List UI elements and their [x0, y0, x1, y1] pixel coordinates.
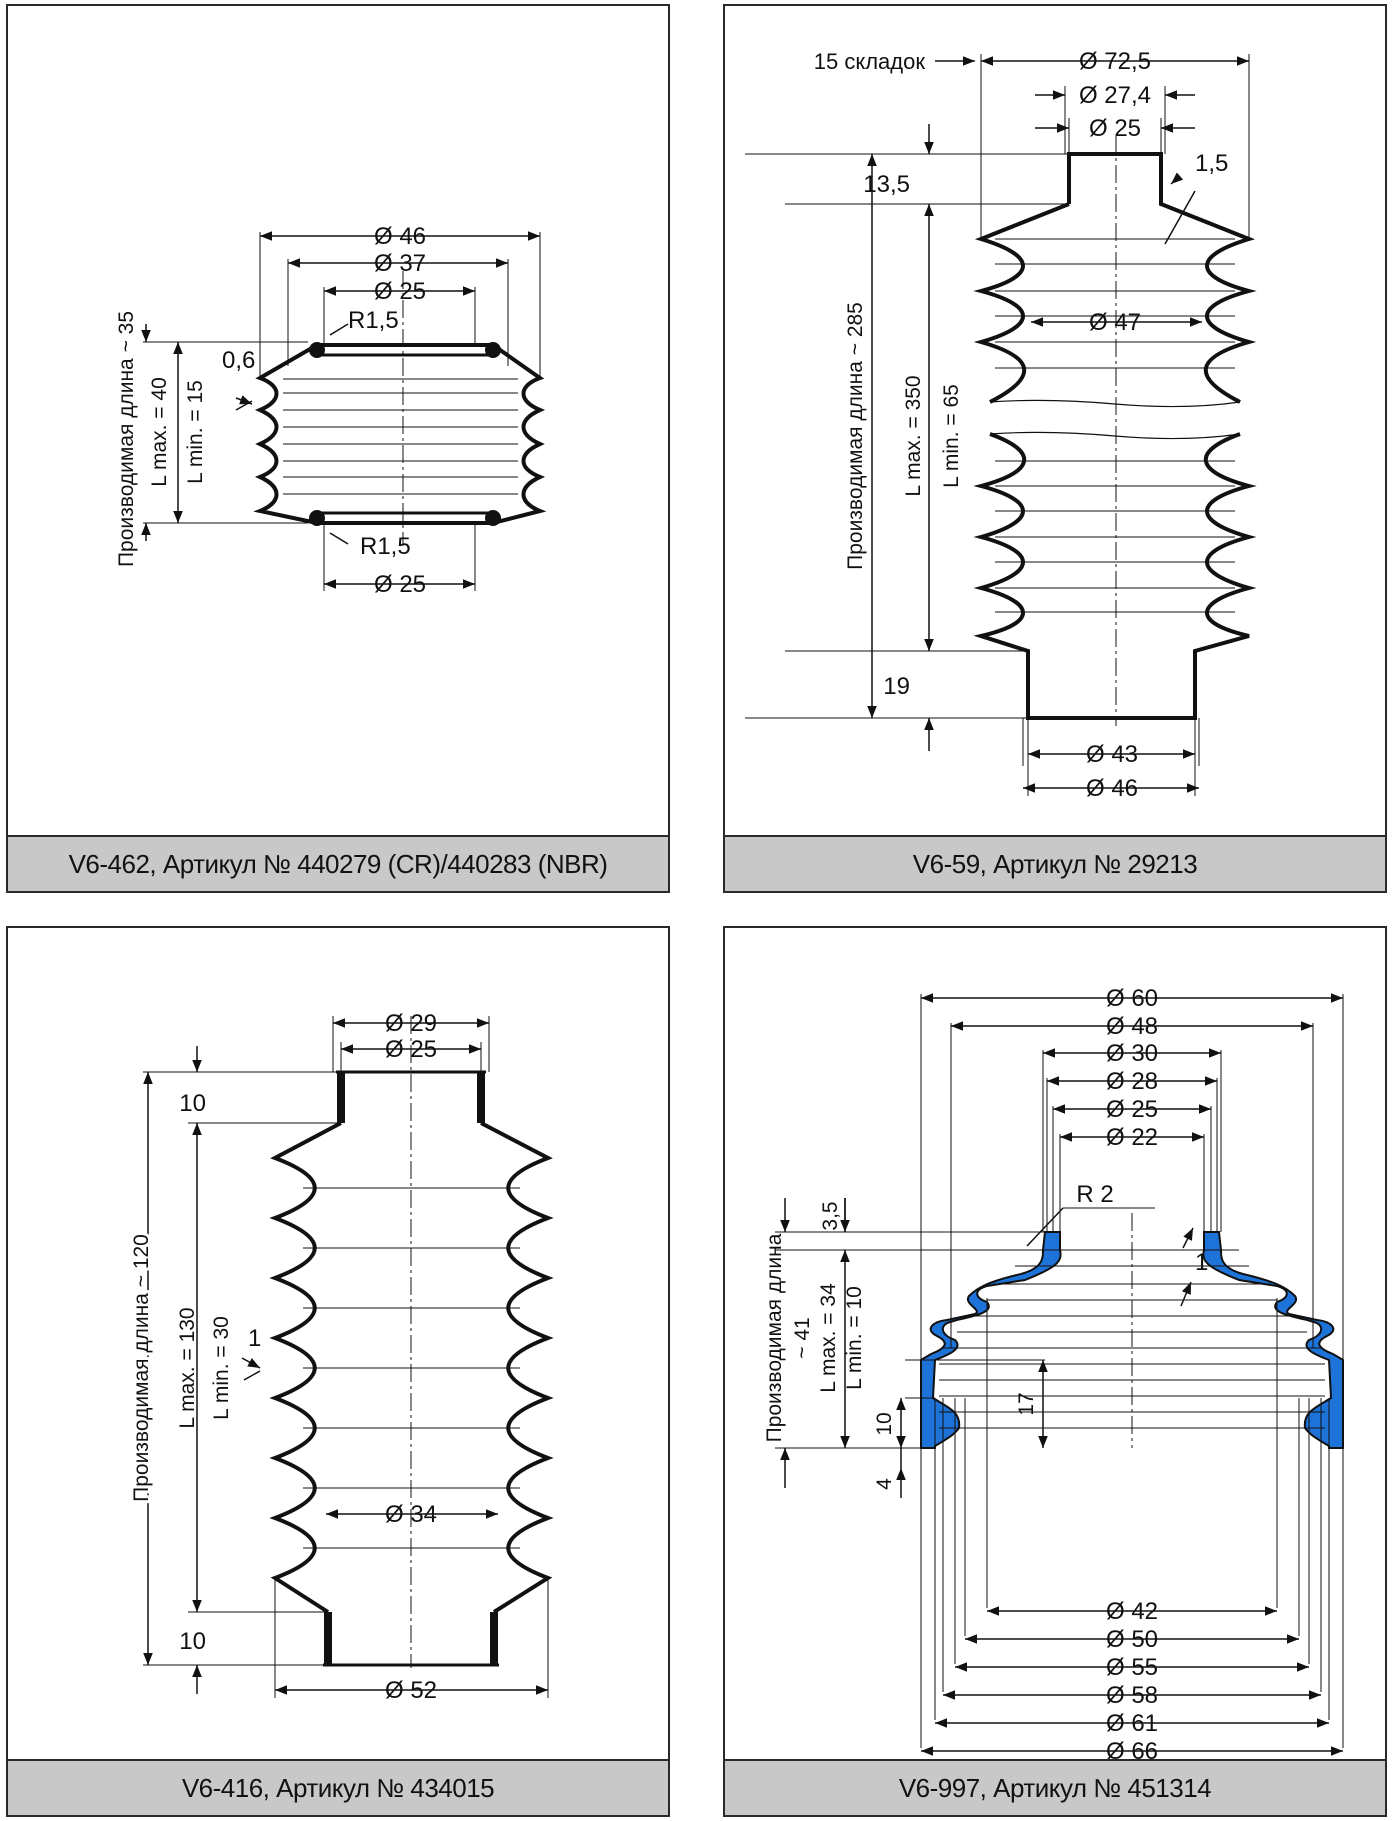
dim-d25: Ø 25	[385, 1036, 437, 1063]
dim-prod-length: Производимая длина ~ 35	[115, 311, 138, 567]
dim-d58: Ø 58	[1106, 1682, 1158, 1709]
dim-bottom-len: 19	[883, 673, 910, 700]
dim-d47: Ø 47	[1089, 309, 1141, 336]
panel-v6-462: Ø 46 Ø 37 Ø 25 R1,5 R1,5 Ø 25 0,6 Произв…	[6, 4, 670, 893]
dim-prod-length: Производимая длина ~ 285	[844, 302, 867, 570]
dim-d25-top: Ø 25	[374, 278, 426, 305]
dim-prod-length-2: ~ 41	[791, 1317, 814, 1358]
dim-d60: Ø 60	[1106, 985, 1158, 1012]
dim-wall-1: 1	[1195, 1249, 1208, 1276]
dim-d22: Ø 22	[1106, 1124, 1158, 1151]
dim-top-len: 13,5	[863, 171, 910, 198]
dim-lmax: L max. = 130	[176, 1307, 199, 1428]
dim-d29: Ø 29	[385, 1010, 437, 1037]
dim-d28: Ø 28	[1106, 1068, 1158, 1095]
drawing-v6-59: 15 складок Ø 72,5 Ø 27,4 Ø 25 1,5 13,5 Ø…	[745, 48, 1257, 802]
dim-d25-bottom: Ø 25	[374, 571, 426, 598]
dim-lmin: L min. = 15	[184, 380, 207, 484]
caption-v6-462: V6-462, Артикул № 440279 (CR)/440283 (NB…	[8, 835, 668, 891]
dim-d46: Ø 46	[1086, 775, 1138, 802]
caption-v6-59: V6-59, Артикул № 29213	[725, 835, 1385, 891]
dim-lmin: L min. = 65	[940, 384, 963, 488]
dim-d66: Ø 66	[1106, 1738, 1158, 1761]
panel-v6-997: Ø 60 Ø 48 Ø 30 Ø 28 Ø 25 Ø 22 R 2 1 3,5 …	[723, 926, 1387, 1817]
dim-d46: Ø 46	[374, 223, 426, 250]
dim-d48: Ø 48	[1106, 1013, 1158, 1040]
dim-top-len: 3,5	[819, 1201, 842, 1230]
dim-d55: Ø 55	[1106, 1654, 1158, 1681]
dim-r15-top: R1,5	[348, 307, 399, 334]
dim-lmax: L max. = 34	[817, 1283, 840, 1393]
dim-wall-15: 1,5	[1195, 150, 1228, 177]
dim-lmin: L min. = 30	[210, 1316, 233, 1420]
dim-prod-length-1: Производимая длина	[763, 1233, 786, 1442]
dim-top-len: 10	[179, 1090, 206, 1117]
dim-d43: Ø 43	[1086, 741, 1138, 768]
dim-d30: Ø 30	[1106, 1040, 1158, 1067]
dim-h4: 4	[873, 1478, 896, 1490]
caption-v6-997: V6-997, Артикул № 451314	[725, 1759, 1385, 1815]
drawing-v6-997: Ø 60 Ø 48 Ø 30 Ø 28 Ø 25 Ø 22 R 2 1 3,5 …	[763, 985, 1344, 1761]
dim-d42: Ø 42	[1106, 1598, 1158, 1625]
dim-wall-1: 1	[248, 1325, 261, 1352]
dim-d61: Ø 61	[1106, 1710, 1158, 1737]
dim-d725: Ø 72,5	[1079, 48, 1151, 75]
panel-v6-416: Ø 29 Ø 25 10 1 Ø 34 10 Ø 52 Производимая…	[6, 926, 670, 1817]
dim-h10: 10	[873, 1412, 896, 1435]
dim-d25: Ø 25	[1106, 1096, 1158, 1123]
dim-d37: Ø 37	[374, 250, 426, 277]
dim-d25: Ø 25	[1089, 115, 1141, 142]
dim-d50: Ø 50	[1106, 1626, 1158, 1653]
dim-d34: Ø 34	[385, 1501, 437, 1528]
dim-r15-bottom: R1,5	[360, 533, 411, 560]
dim-bottom-len: 10	[179, 1628, 206, 1655]
dim-lmin: L min. = 10	[843, 1286, 866, 1390]
dim-wall-06: 0,6	[222, 347, 255, 374]
label-folds: 15 складок	[814, 49, 926, 74]
drawing-v6-416: Ø 29 Ø 25 10 1 Ø 34 10 Ø 52 Производимая…	[127, 1010, 554, 1704]
dim-r2: R 2	[1076, 1181, 1113, 1208]
dim-lmax: L max. = 350	[902, 375, 925, 496]
dim-d52: Ø 52	[385, 1677, 437, 1704]
panel-v6-59: 15 складок Ø 72,5 Ø 27,4 Ø 25 1,5 13,5 Ø…	[723, 4, 1387, 893]
drawing-v6-462: Ø 46 Ø 37 Ø 25 R1,5 R1,5 Ø 25 0,6 Произв…	[115, 223, 547, 598]
caption-v6-416: V6-416, Артикул № 434015	[8, 1759, 668, 1815]
dim-lmax: L max. = 40	[148, 377, 171, 487]
dim-h17: 17	[1015, 1392, 1038, 1415]
dim-prod-length: Производимая длина ~ 120	[130, 1234, 153, 1502]
dim-d274: Ø 27,4	[1079, 82, 1151, 109]
